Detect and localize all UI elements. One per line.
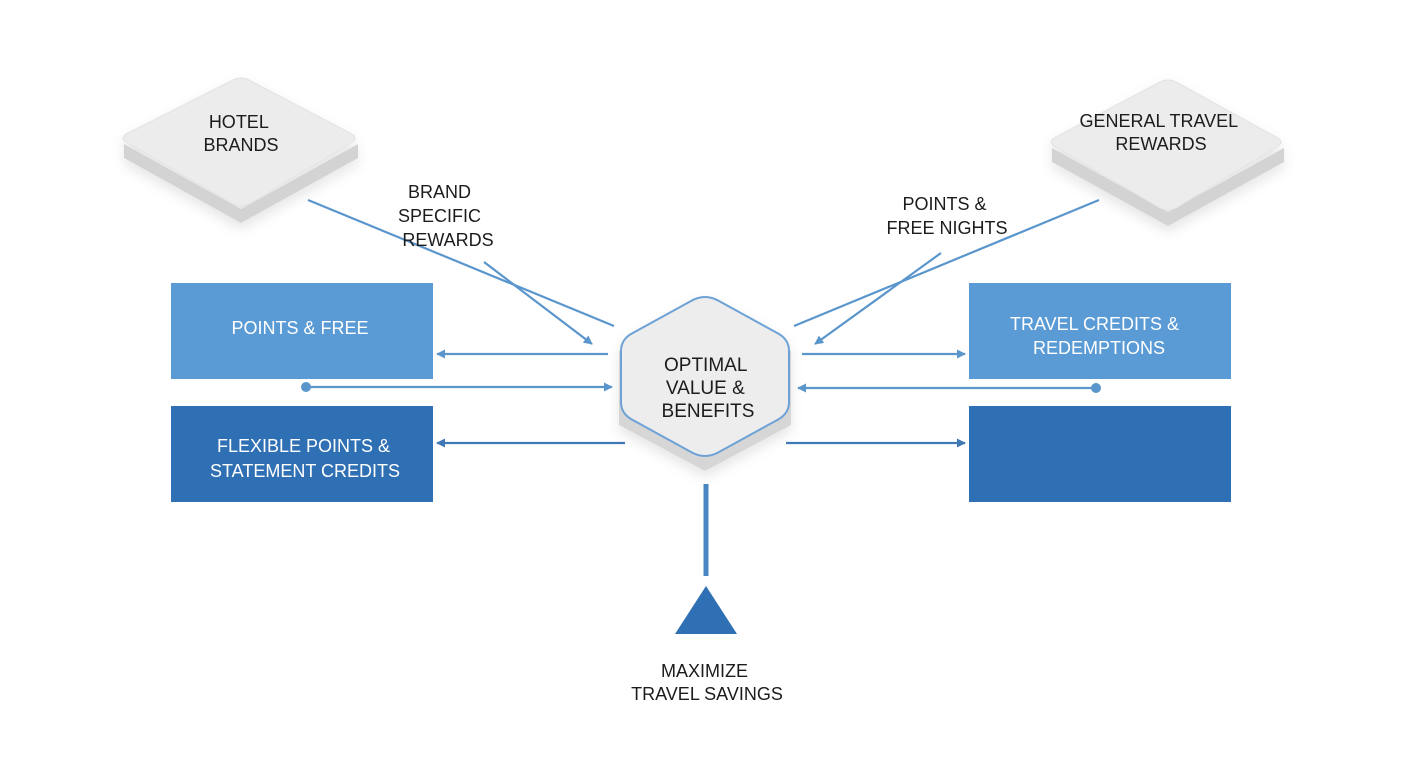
flexible-points-label: FLEXIBLE POINTS & STATEMENT CREDITS [210, 436, 400, 481]
arrow-points-nights-to-hub [814, 252, 942, 345]
hotel-brands-node [122, 77, 358, 223]
flexible-points-box [171, 406, 433, 502]
outcome-label: MAXIMIZE TRAVEL SAVINGS [631, 661, 783, 704]
left-dot-icon [301, 382, 311, 392]
hotel-brands-tile-face [122, 77, 356, 207]
hotel-brands-tile-side [124, 144, 358, 223]
right-bottom-box [969, 406, 1231, 502]
triangle-icon [675, 586, 737, 634]
right-dot-icon [1091, 383, 1101, 393]
hub-face [620, 295, 790, 458]
travel-credits-box [969, 283, 1231, 379]
general-travel-tile-face [1050, 79, 1282, 211]
travel-credits-label: TRAVEL CREDITS & REDEMPTIONS [1010, 314, 1184, 358]
points-free-box [171, 283, 433, 379]
connectors [301, 198, 1101, 576]
connector-hotel-brands-to-hub [307, 198, 615, 328]
general-travel-node [1050, 79, 1284, 226]
connector-general-travel-to-hub [793, 198, 1100, 328]
points-free-label: POINTS & FREE [231, 318, 368, 338]
brand-specific-rewards-label: BRAND SPECIFIC REWARDS [398, 182, 494, 250]
arrow-brand-specific-to-hub [483, 261, 593, 345]
hotel-brands-label: HOTEL BRANDS [203, 112, 278, 155]
hub-label: OPTIMAL VALUE & BENEFITS [662, 355, 755, 422]
general-travel-label: GENERAL TRAVEL REWARDS [1079, 111, 1242, 154]
hub-node [619, 295, 791, 471]
points-free-nights-label: POINTS & FREE NIGHTS [886, 194, 1007, 238]
general-travel-tile-side [1052, 148, 1284, 226]
